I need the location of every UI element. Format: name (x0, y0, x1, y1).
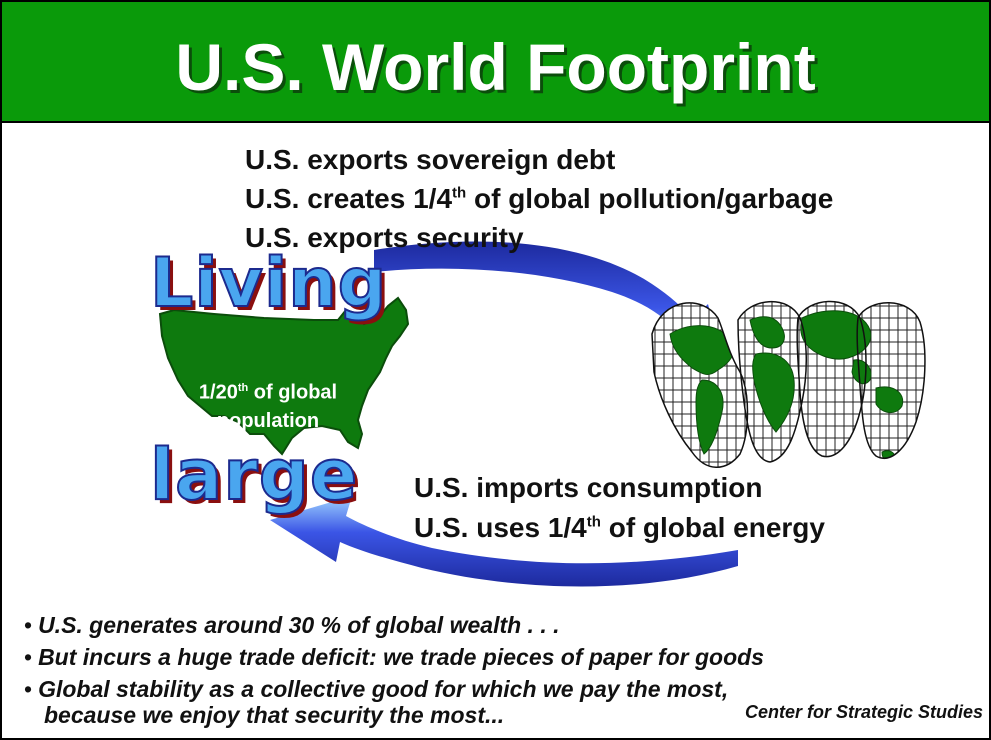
pop-text-post: of global (248, 381, 338, 404)
imports-consumption-line: U.S. imports consumption (414, 472, 763, 503)
usa-population-label: 1/20th of global population (168, 374, 368, 435)
source-credit: Center for Strategic Studies (745, 702, 984, 722)
bullet-deficit: •But incurs a huge trade deficit: we tra… (24, 644, 764, 670)
pop-text-pre: 1/20 (198, 381, 238, 404)
energy-text-pre: U.S. uses 1/4 (414, 512, 587, 543)
energy-text-sup: th (586, 513, 601, 531)
export-debt-line: U.S. exports sovereign debt (245, 144, 616, 175)
export-security-line: U.S. exports security (245, 222, 524, 253)
bullet-stability-text: Global stability as a collective good fo… (38, 676, 729, 702)
energy-text-post: of global energy (600, 512, 825, 543)
bullet-deficit-text: But incurs a huge trade deficit: we trad… (38, 644, 764, 670)
title-banner: U.S. World Footprint (2, 2, 989, 123)
slide-title: U.S. World Footprint (175, 30, 816, 104)
import-arrow (270, 496, 738, 587)
bullet-wealth-text: U.S. generates around 30 % of global wea… (38, 612, 560, 638)
pop-text-sup: th (237, 382, 249, 394)
bullet-stability-cont: because we enjoy that security the most.… (44, 702, 505, 728)
pop-text-line2: population (216, 409, 320, 432)
bullet-wealth: •U.S. generates around 30 % of global we… (24, 612, 560, 638)
large-word: large (149, 433, 359, 517)
pollution-text-pre: U.S. creates 1/4 (245, 183, 453, 214)
bullet-stability: •Global stability as a collective good f… (24, 676, 729, 702)
energy-line: U.S. uses 1/4th of global energy (414, 512, 825, 544)
usa-map (158, 296, 410, 456)
living-word: Living (149, 243, 388, 324)
pollution-line: U.S. creates 1/4th of global pollution/g… (245, 183, 833, 215)
pollution-text-post: of global pollution/garbage (466, 183, 834, 214)
pollution-text-sup: th (452, 184, 467, 202)
world-map (651, 300, 926, 468)
